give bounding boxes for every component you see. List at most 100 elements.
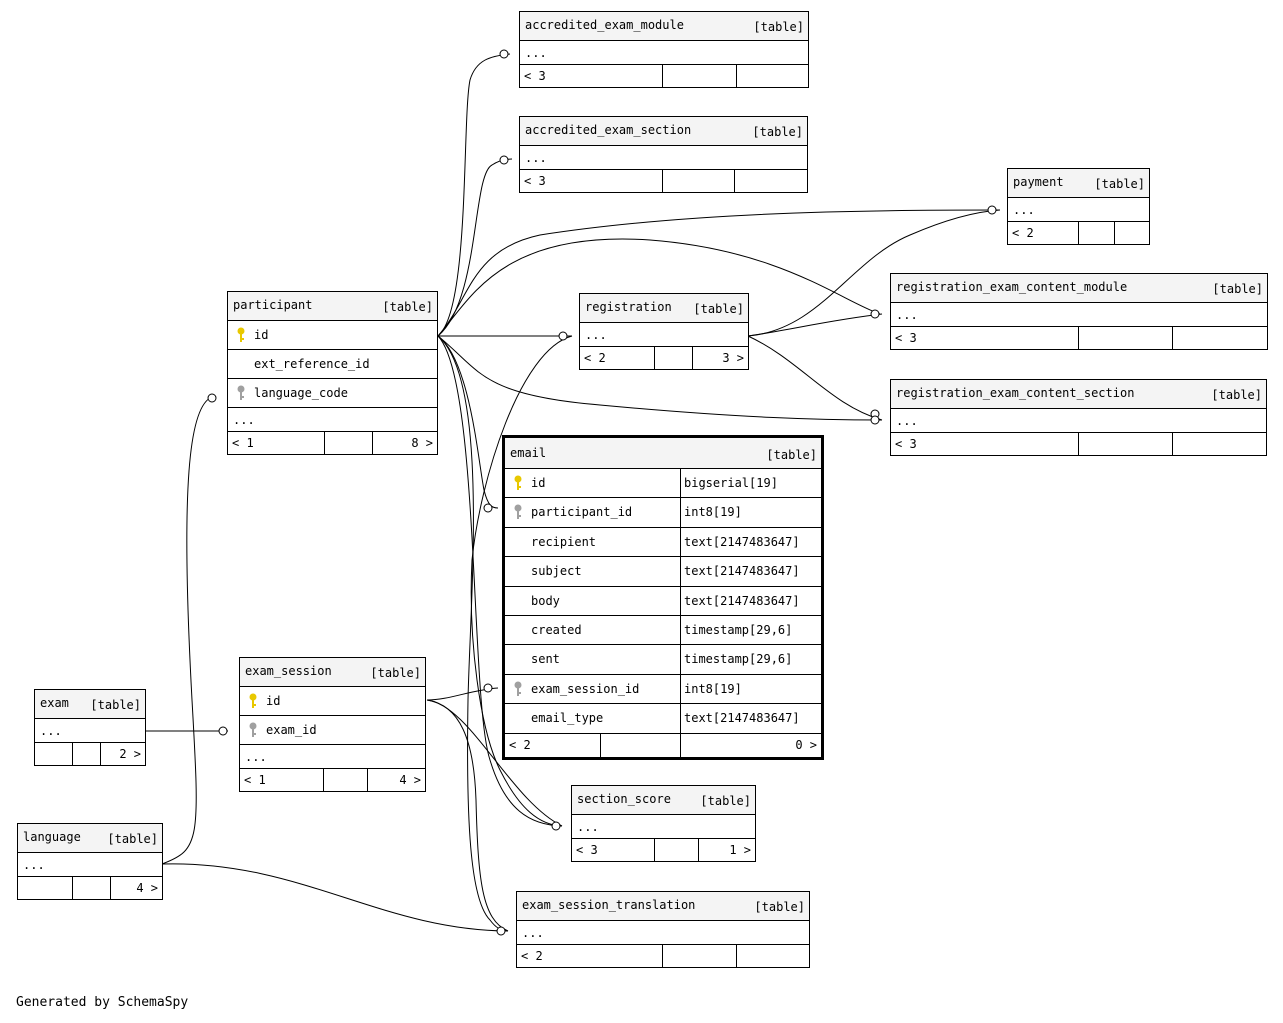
more-columns-row: ... [35, 718, 145, 742]
footer-spacer [662, 65, 736, 87]
parents-count[interactable]: < 3 [524, 174, 546, 188]
column-name: subject [531, 564, 582, 579]
table-language[interactable]: language [table] ... 4 > [17, 823, 163, 900]
children-count[interactable] [1172, 433, 1266, 455]
column-type: text[2147483647] [684, 711, 800, 726]
column-row[interactable]: language_code [228, 378, 437, 407]
column-type: bigserial[19] [684, 476, 778, 490]
parents-count[interactable]: < 2 [584, 351, 606, 365]
foreign-key-icon [237, 385, 245, 400]
children-count[interactable]: 0 > [680, 733, 821, 757]
children-count[interactable] [1172, 327, 1267, 349]
footer-spacer [1078, 327, 1172, 349]
column-row[interactable]: id [240, 686, 425, 715]
column-row[interactable]: sent timestamp[29,6] [505, 644, 821, 674]
parents-count[interactable]: < 1 [244, 773, 266, 787]
children-count[interactable]: 1 > [698, 839, 755, 861]
parents-count[interactable]: < 2 [521, 949, 543, 963]
more-columns-row: ... [240, 744, 425, 768]
table-participant[interactable]: participant [table] id ext_reference_id … [227, 291, 438, 455]
children-count[interactable] [734, 170, 807, 192]
table-name: registration [585, 300, 672, 314]
edge-participant-accredited-exam-section [437, 158, 513, 337]
table-header: registration [table] [580, 294, 748, 322]
parents-count[interactable]: < 3 [895, 437, 917, 451]
table-payment[interactable]: payment [table] ... < 2 [1007, 168, 1150, 245]
column-name: sent [531, 652, 560, 667]
table-section-score[interactable]: section_score [table] ... < 3 1 > [571, 785, 756, 862]
table-exam[interactable]: exam [table] ... 2 > [34, 689, 146, 766]
column-type: text[2147483647] [684, 534, 800, 549]
table-tag: [table] [700, 794, 751, 808]
children-count[interactable]: 4 > [367, 769, 425, 791]
parents-count[interactable]: < 2 [509, 737, 531, 752]
table-accredited-exam-module[interactable]: accredited_exam_module [table] ... < 3 [519, 11, 809, 88]
marker-circle [207, 393, 217, 403]
parents-count[interactable]: < 3 [576, 843, 598, 857]
edge-participant-recm [437, 238, 881, 337]
table-name: accredited_exam_module [525, 18, 684, 32]
parents-count[interactable]: < 3 [895, 331, 917, 345]
table-name: accredited_exam_section [525, 123, 692, 137]
more-columns-row: ... [1008, 197, 1149, 221]
table-footer: < 3 [891, 326, 1267, 349]
parents-count[interactable] [18, 877, 72, 899]
parents-count[interactable]: < 1 [232, 436, 254, 450]
footer-spacer [654, 839, 698, 861]
children-count[interactable] [736, 65, 808, 87]
footer-spacer [1078, 222, 1114, 244]
children-count[interactable]: 2 > [100, 743, 145, 765]
children-count[interactable]: 3 > [692, 347, 748, 369]
table-header: payment [table] [1008, 169, 1149, 197]
column-type: timestamp[29,6] [684, 652, 793, 667]
table-name: section_score [577, 792, 671, 806]
children-count[interactable] [736, 945, 809, 967]
table-footer: < 2 [1008, 221, 1149, 244]
table-exam-session-translation[interactable]: exam_session_translation [table] ... < 2 [516, 891, 810, 968]
table-registration-exam-content-module[interactable]: registration_exam_content_module [table]… [890, 273, 1268, 350]
primary-key-icon [514, 475, 522, 490]
edge-registration-recm [747, 313, 883, 337]
table-name: email [510, 446, 547, 460]
table-header: section_score [table] [572, 786, 755, 814]
table-footer: < 2 3 > [580, 346, 748, 369]
parents-count[interactable]: < 3 [524, 69, 546, 83]
marker-circle [483, 683, 493, 693]
marker-circle [987, 205, 997, 215]
parents-count[interactable]: < 2 [1012, 226, 1034, 240]
column-name: created [531, 622, 582, 637]
edge-participant-accredited-exam-module [437, 53, 511, 337]
column-type: text[2147483647] [684, 593, 800, 608]
table-registration-exam-content-section[interactable]: registration_exam_content_section [table… [890, 379, 1267, 456]
children-count[interactable]: 8 > [372, 432, 437, 454]
edge-participant-est [437, 335, 509, 932]
children-count[interactable] [1114, 222, 1149, 244]
parents-count[interactable] [35, 743, 72, 765]
marker-circle [870, 309, 880, 319]
table-name: registration_exam_content_module [896, 280, 1128, 294]
column-row[interactable]: ext_reference_id [228, 349, 437, 378]
table-exam-session[interactable]: exam_session [table] id exam_id ... < 1 … [239, 657, 426, 792]
more-columns-row: ... [517, 920, 809, 944]
children-count[interactable]: 4 > [110, 877, 162, 899]
column-divider [680, 704, 681, 733]
table-accredited-exam-section[interactable]: accredited_exam_section [table] ... < 3 [519, 116, 808, 193]
table-tag: [table] [382, 300, 433, 314]
table-footer: < 1 4 > [240, 768, 425, 791]
column-row[interactable]: exam_id [240, 715, 425, 744]
table-header: language [table] [18, 824, 162, 852]
more-columns-row: ... [520, 145, 807, 169]
table-registration[interactable]: registration [table] ... < 2 3 > [579, 293, 749, 370]
column-row[interactable]: id [228, 320, 437, 349]
more-columns-row: ... [891, 408, 1266, 432]
column-type: int8[19] [684, 505, 742, 520]
